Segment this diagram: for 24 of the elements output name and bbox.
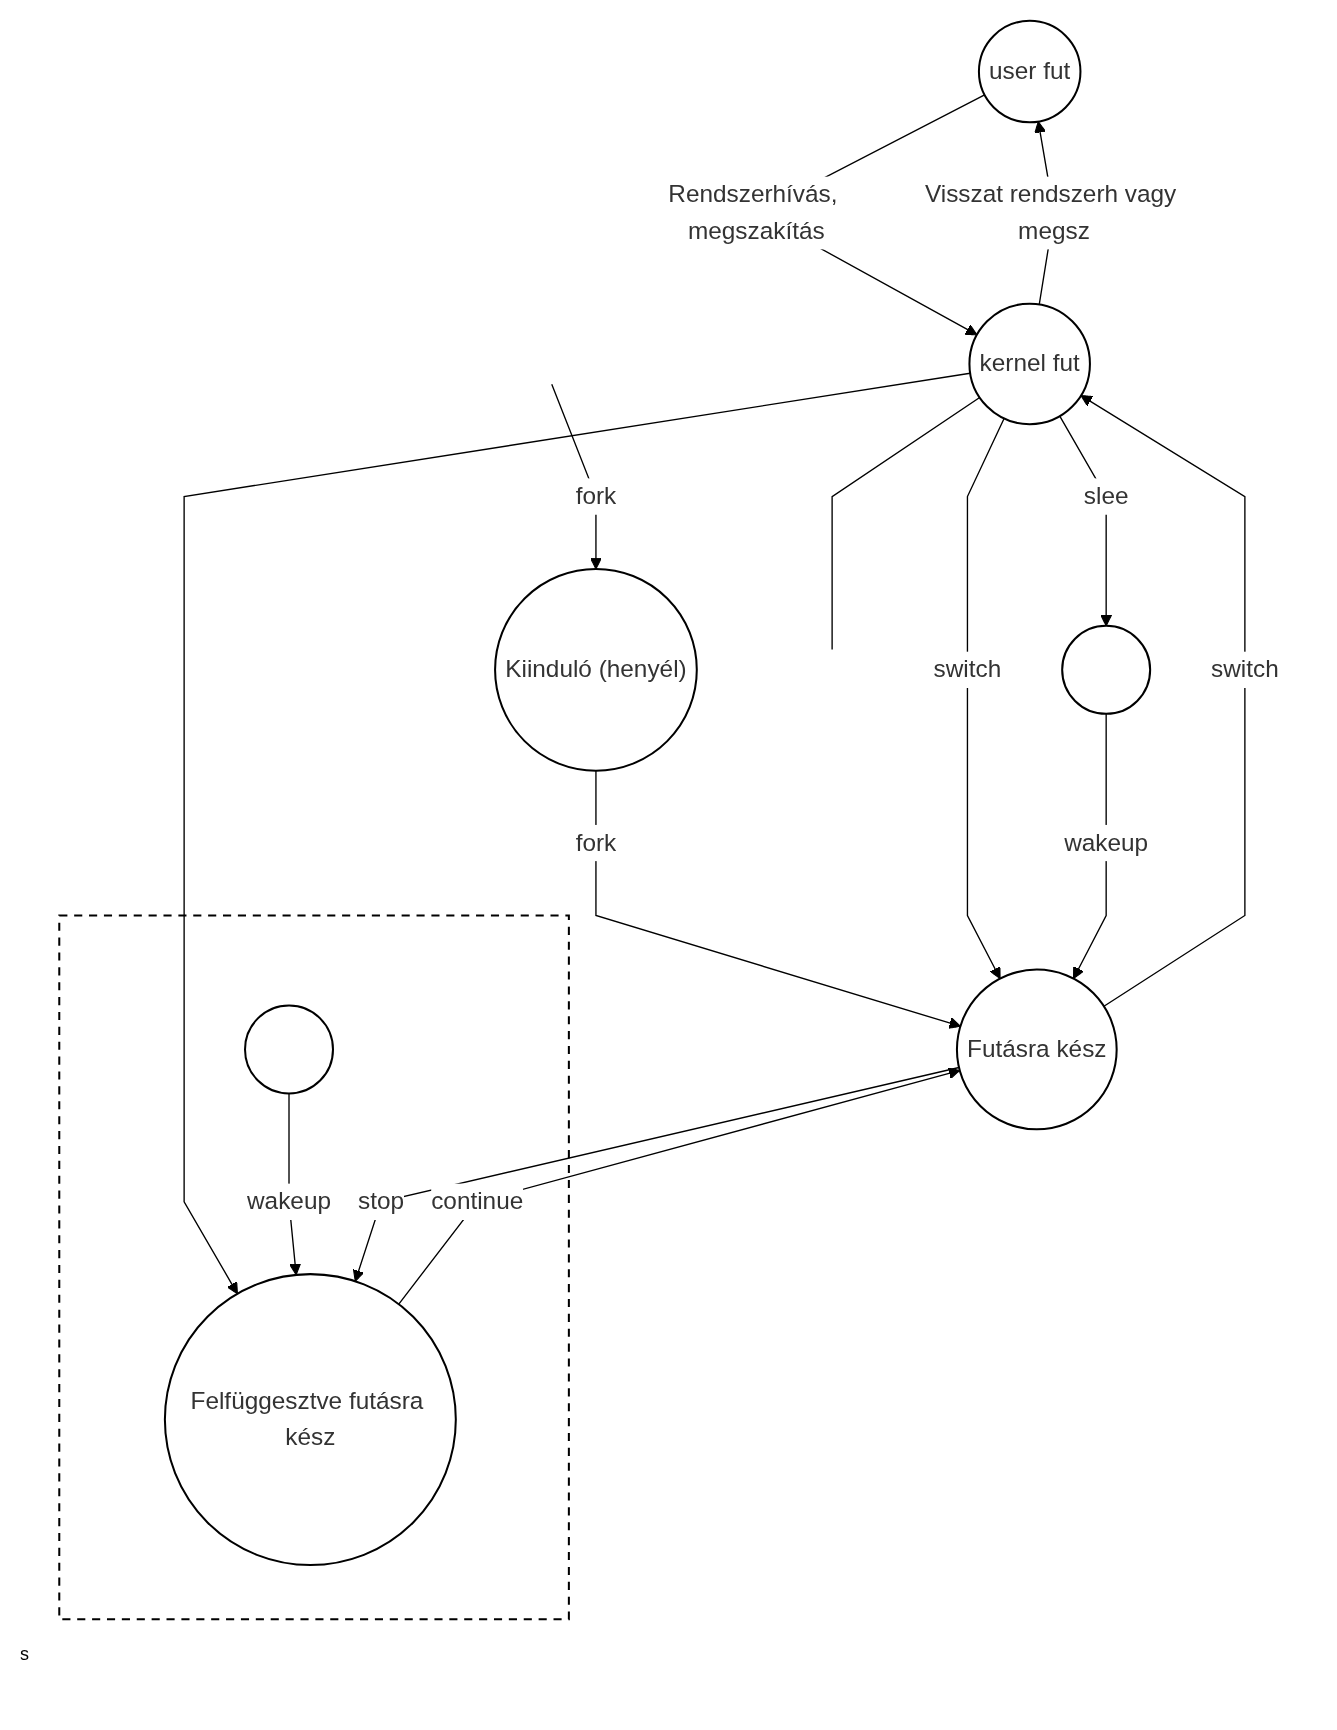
node-circle: Kiinduló (henyél) — [493, 567, 698, 772]
edge-label: stop — [357, 1187, 404, 1215]
node-circle: user fut — [977, 19, 1081, 124]
arrow — [1079, 395, 1246, 1007]
node-circle — [243, 1004, 334, 1095]
edge-label: fork — [575, 482, 616, 510]
node-circle — [1060, 624, 1151, 715]
arrow — [397, 1067, 960, 1305]
edge-label: switch — [933, 655, 1001, 683]
node-circle: Futásra kész — [955, 968, 1118, 1131]
edge-label: fork — [575, 828, 616, 856]
node-circle: kernel fut — [967, 302, 1091, 426]
cluster — [57, 914, 570, 1621]
connector — [830, 396, 980, 651]
edge-label: slee — [1083, 482, 1129, 510]
edge-label: wakeup — [1063, 828, 1148, 856]
edge-label: Rendszerhívás, megszakítás — [667, 180, 838, 245]
edge-label: wakeup — [246, 1187, 331, 1215]
note-text: s — [20, 1644, 30, 1665]
edge-label: switch — [1210, 655, 1279, 683]
edge-label: continue — [430, 1187, 523, 1215]
edge-label: Visszat rendszerh vagy megsz — [924, 180, 1176, 245]
arrow — [594, 770, 961, 1029]
node-circle: Felfüggesztve futásra kész — [163, 1273, 457, 1567]
